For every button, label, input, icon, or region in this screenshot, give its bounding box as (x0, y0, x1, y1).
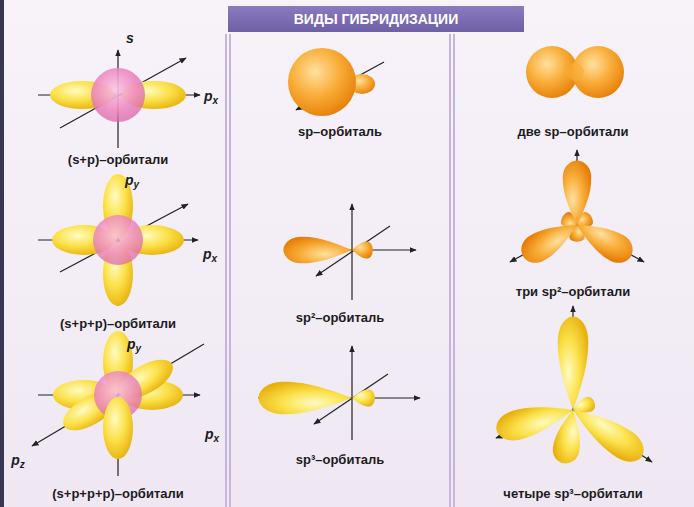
axis-label: px (204, 88, 218, 104)
orbital-caption: (s+p)–орбитали (68, 152, 168, 167)
orbital-caption: три sp²–орбитали (516, 284, 630, 299)
orbital-caption: sp²–орбиталь (296, 310, 384, 325)
axis-label: py (125, 172, 139, 188)
orbital-caption: sp–орбиталь (298, 124, 382, 139)
orbital-caption: две sp–орбитали (517, 124, 628, 139)
axis-label: px (205, 426, 219, 442)
title-band: ВИДЫ ГИБРИДИЗАЦИИ (228, 6, 524, 32)
axis-label: pz (11, 452, 25, 468)
orbital-caption: sp³–орбиталь (296, 452, 384, 467)
axis-label: py (127, 336, 141, 352)
orbital-caption: четыре sp³–орбитали (503, 486, 642, 501)
axis-label: px (203, 246, 217, 262)
orbital-caption: (s+p+p+p)–орбитали (52, 486, 183, 501)
axis-label: s (126, 30, 134, 46)
title-text: ВИДЫ ГИБРИДИЗАЦИИ (228, 6, 524, 32)
orbital-caption: (s+p+p)–орбитали (60, 316, 176, 331)
